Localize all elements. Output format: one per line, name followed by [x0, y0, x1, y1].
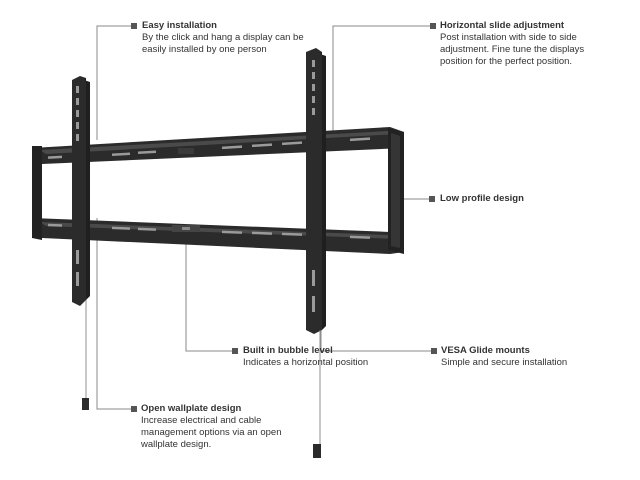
- leader-bubble-level: [185, 232, 234, 352]
- square-bullet-icon: [429, 196, 435, 202]
- leader-lines: [96, 25, 433, 410]
- brand-plate: [178, 148, 194, 154]
- callout-description: Indicates a horizontal position: [243, 357, 369, 368]
- right-safety-clip: [313, 444, 321, 458]
- leader-horizontal-slide: [332, 25, 432, 135]
- callout-title: Easy installation: [142, 20, 217, 31]
- right-vertical-bracket: [306, 48, 326, 458]
- callout-low-profile: Low profile design: [440, 193, 610, 205]
- callout-title: VESA Glide mounts: [441, 345, 530, 356]
- callout-description: Post installation with side to side adju…: [440, 32, 585, 67]
- top-rail-slots: [47, 137, 371, 159]
- callout-horizontal-slide: Horizontal slide adjustment Post install…: [440, 20, 610, 68]
- callout-title: Horizontal slide adjustment: [440, 20, 565, 31]
- callout-title: Built in bubble level: [243, 345, 333, 356]
- left-safety-clip: [82, 398, 89, 410]
- leader-easy-installation: [96, 25, 132, 140]
- square-bullet-icon: [131, 23, 137, 29]
- bubble-level-vial: [182, 227, 190, 230]
- callout-open-wallplate: Open wallplate design Increase electrica…: [141, 403, 301, 451]
- callout-title: Low profile design: [440, 193, 524, 204]
- callout-title: Open wallplate design: [141, 403, 242, 414]
- square-bullet-icon: [431, 348, 437, 354]
- square-bullet-icon: [430, 23, 436, 29]
- callout-description: By the click and hang a display can be e…: [142, 32, 304, 55]
- square-bullet-icon: [131, 406, 137, 412]
- callout-vesa-glide: VESA Glide mounts Simple and secure inst…: [441, 345, 611, 369]
- bottom-rail-slots: [47, 223, 371, 239]
- leader-vesa-glide: [320, 262, 433, 352]
- leader-open-wallplate: [96, 218, 133, 410]
- square-bullet-icon: [232, 348, 238, 354]
- callout-bubble-level: Built in bubble level Indicates a horizo…: [243, 345, 413, 369]
- left-vertical-bracket: [72, 76, 90, 410]
- callout-description: Increase electrical and cable management…: [141, 415, 282, 450]
- callout-easy-installation: Easy installation By the click and hang …: [142, 20, 322, 56]
- callout-description: Simple and secure installation: [441, 357, 568, 368]
